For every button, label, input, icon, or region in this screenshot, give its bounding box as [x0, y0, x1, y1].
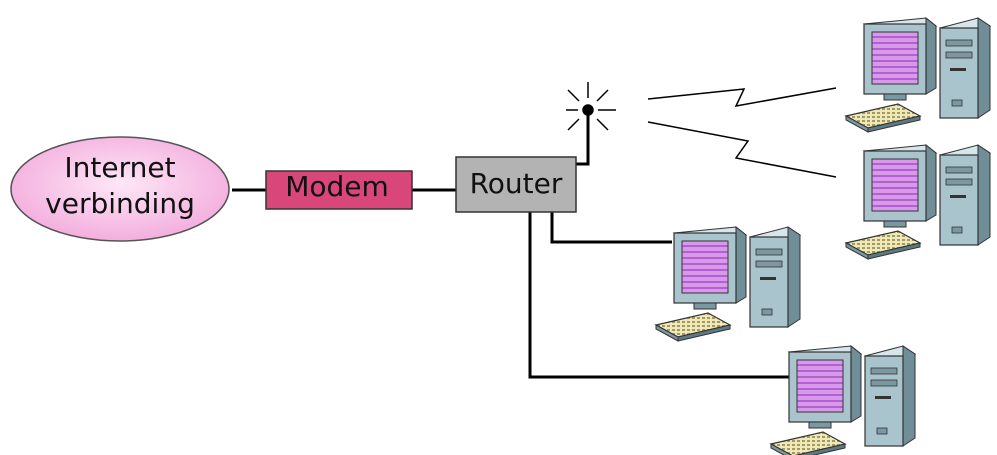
link-router-pc-3	[550, 212, 672, 244]
internet-label: Internet verbinding	[14, 150, 226, 222]
modem-box	[265, 170, 413, 210]
computer-4	[770, 345, 916, 455]
router-label: Router	[469, 167, 563, 200]
wireless-link-pc-2	[647, 121, 837, 178]
router-box	[455, 156, 577, 213]
wired-links	[232, 112, 790, 379]
modem-label: Modem	[285, 170, 389, 203]
internet-label-line1: Internet	[64, 151, 176, 184]
wireless-antenna	[566, 82, 616, 131]
internet-label-line2: verbinding	[45, 187, 195, 220]
link-router-antenna	[574, 112, 590, 166]
computer-1	[845, 17, 991, 133]
computer-2	[845, 144, 991, 260]
wireless-links	[647, 87, 837, 178]
wireless-link-pc-1	[647, 87, 837, 107]
computer-3	[655, 226, 801, 342]
internet-bubble	[10, 136, 230, 242]
link-router-pc-4	[528, 212, 790, 379]
